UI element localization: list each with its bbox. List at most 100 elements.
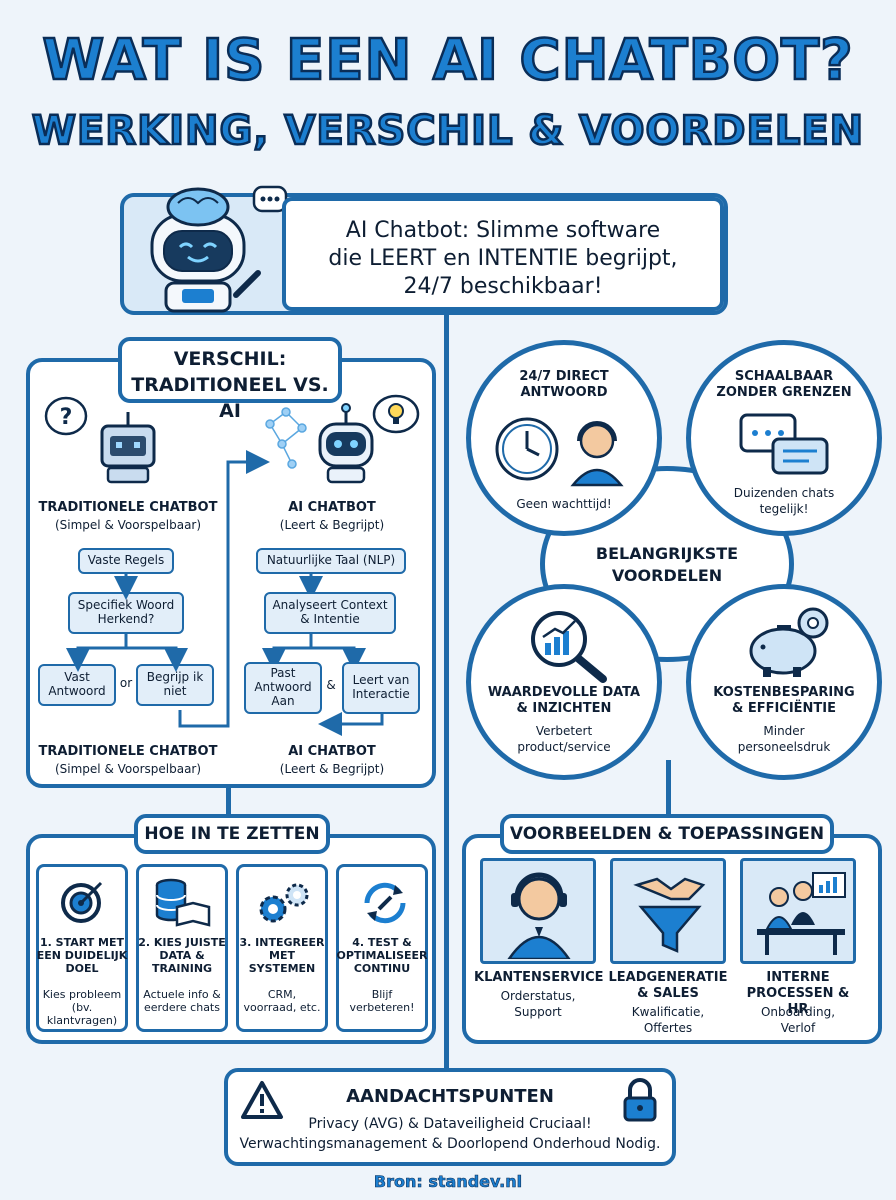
benefit-scalable-title-2: ZONDER GRENZEN: [716, 385, 852, 400]
traditional-or-label: or: [119, 676, 133, 690]
benefit-scalable: SCHAALBAAR ZONDER GRENZEN Duizenden chat…: [686, 340, 882, 536]
handshake-funnel-icon: [633, 877, 706, 953]
ai-box-context: Analyseert Context & Intentie: [264, 592, 396, 634]
benefit-cost: KOSTENBESPARING & EFFICIËNTIE Minder per…: [686, 584, 882, 780]
voordelen-center-line-1: BELANGRIJKSTE: [595, 544, 739, 563]
example-2-title-1: LEADGENERATIE: [608, 970, 728, 985]
team-meeting-icon: [757, 872, 846, 955]
step-3-title-1: 3. INTEGREER: [239, 936, 325, 949]
ai-robot-icon: [265, 394, 420, 484]
benefit-data-title-2: & INZICHTEN: [516, 701, 612, 716]
ai-footer-title: AI CHATBOT: [288, 744, 376, 759]
benefit-data-title-1: WAARDEVOLLE DATA: [487, 685, 641, 700]
step-4-title-2: OPTIMALISEER: [336, 949, 428, 962]
warning-icon: [241, 1081, 283, 1119]
step-3-desc-1: CRM,: [267, 988, 297, 1001]
example-1-title-1: KLANTENSERVICE: [474, 970, 604, 985]
ai-box-learn: Leert van Interactie: [342, 662, 420, 714]
benefit-cost-desc-1: Minder: [763, 724, 805, 738]
traditional-footer-title: TRADITIONELE CHATBOT: [38, 744, 218, 759]
benefit-data-desc-2: product/service: [517, 740, 611, 754]
aandacht-line-2: Verwachtingsmanagement & Doorlopend Onde…: [239, 1136, 661, 1152]
step-1-title-3: DOEL: [65, 962, 99, 975]
connector-right: [666, 760, 671, 815]
verschil-header: VERSCHIL: TRADITIONEEL VS. AI: [118, 337, 342, 422]
benefit-24-7-desc: Geen wachttijd!: [516, 497, 612, 511]
traditional-robot-icon: ?: [44, 396, 156, 484]
voordelen-center-line-2: VOORDELEN: [611, 566, 723, 585]
benefit-cost-title-2: & EFFICIËNTIE: [731, 701, 837, 716]
traditional-box-rules: Vaste Regels: [78, 548, 174, 574]
step-2: [136, 864, 228, 1032]
connector-left: [226, 785, 231, 815]
page-subtitle: WERKING, VERSCHIL & VOORDELEN: [31, 107, 865, 156]
traditional-subtitle: (Simpel & Voorspelbaar): [54, 518, 202, 532]
svg-text:?: ?: [60, 405, 73, 430]
verschil-header-line-1: VERSCHIL:: [173, 348, 287, 370]
step-2-desc-2: eerdere chats: [144, 1001, 220, 1014]
step-4-desc-2: verbeteren!: [349, 1001, 415, 1014]
example-2-image: [610, 858, 726, 964]
target-icon: [61, 881, 103, 923]
benefit-scalable-desc-1: Duizenden chats: [733, 486, 835, 500]
traditional-title: TRADITIONELE CHATBOT: [38, 500, 218, 515]
step-2-title-3: TRAINING: [151, 962, 213, 975]
step-2-desc-1: Actuele info &: [143, 988, 221, 1001]
voorbeelden-header: VOORBEELDEN & TOEPASSINGEN: [500, 814, 834, 854]
piggy-bank-icon: [749, 607, 829, 677]
step-4: [336, 864, 428, 1032]
ai-and-label: &: [326, 678, 336, 692]
step-4-title-1: 4. TEST &: [352, 936, 412, 949]
step-4-title-3: CONTINU: [353, 962, 411, 975]
page-title: WAT IS EEN AI CHATBOT?: [41, 27, 854, 95]
ai-box-adapt: Past Antwoord Aan: [244, 662, 322, 714]
example-3-desc-2: Verlof: [780, 1021, 816, 1035]
robot-mascot-icon: [150, 185, 288, 313]
step-2-title-1: 2. KIES JUISTE: [138, 936, 226, 949]
ai-title: AI CHATBOT: [288, 500, 376, 515]
database-book-icon: [155, 878, 211, 927]
traditional-footer-subtitle: (Simpel & Voorspelbaar): [54, 762, 202, 776]
flow-arrows: [66, 450, 384, 736]
aandacht-header: AANDACHTSPUNTEN: [346, 1086, 554, 1107]
example-3-image: [740, 858, 856, 964]
step-1-title-1: 1. START MET: [39, 936, 125, 949]
example-1-desc-1: Orderstatus,: [500, 989, 576, 1003]
example-1-desc-2: Support: [514, 1005, 562, 1019]
aandacht-panel: AANDACHTSPUNTEN Privacy (AVG) & Dataveil…: [224, 1068, 676, 1166]
benefit-data: WAARDEVOLLE DATA & INZICHTEN Verbetert p…: [466, 584, 662, 780]
benefit-scalable-title-1: SCHAALBAAR: [734, 369, 834, 384]
aandacht-line-1: Privacy (AVG) & Dataveiligheid Cruciaal!: [308, 1116, 592, 1132]
example-1-image: [480, 858, 596, 964]
refresh-wrench-icon: [364, 882, 406, 924]
benefit-24-7-title-2: ANTWOORD: [520, 385, 608, 400]
lock-icon: [623, 1078, 657, 1122]
step-3: [236, 864, 328, 1032]
step-3-title-2: MET: [269, 949, 295, 962]
step-3-title-3: SYSTEMEN: [248, 962, 316, 975]
example-3-title-2: PROCESSEN & HR: [746, 986, 850, 1017]
step-1-desc-2: (bv. klantvragen): [46, 1001, 118, 1027]
step-1-title-2: EEN DUIDELIJK: [36, 949, 128, 962]
benefit-24-7: 24/7 DIRECT ANTWOORD Geen wachttijd!: [466, 340, 662, 536]
intro-bubble: AI Chatbot: Slimme software die LEERT en…: [282, 197, 724, 311]
example-2-title-2: & SALES: [637, 986, 699, 1001]
agent-headset-icon: [507, 872, 571, 959]
example-2-desc-1: Kwalificatie,: [631, 1005, 705, 1019]
ai-footer-subtitle: (Leert & Begrijpt): [279, 762, 385, 776]
source-credit: Bron: standev.nl: [373, 1172, 523, 1192]
step-1: [36, 864, 128, 1032]
main-connector: [444, 300, 449, 1075]
step-3-desc-2: voorraad, etc.: [243, 1001, 321, 1014]
ai-subtitle: (Leert & Begrijpt): [279, 518, 385, 532]
chat-bubbles-icon: [739, 413, 829, 475]
example-3-title-1: INTERNE: [766, 970, 830, 985]
magnifier-chart-icon: [531, 611, 607, 683]
benefit-cost-title-1: KOSTENBESPARING: [713, 685, 855, 700]
step-2-title-2: DATA &: [159, 949, 205, 962]
benefit-cost-desc-2: personeelsdruk: [737, 740, 831, 754]
hoe-header: HOE IN TE ZETTEN: [134, 814, 330, 854]
verschil-header-line-2: TRADITIONEEL VS. AI: [131, 374, 329, 422]
intro-line-2: die LEERT en INTENTIE begrijpt,: [328, 246, 678, 271]
example-3-desc-1: Onboarding,: [760, 1005, 836, 1019]
